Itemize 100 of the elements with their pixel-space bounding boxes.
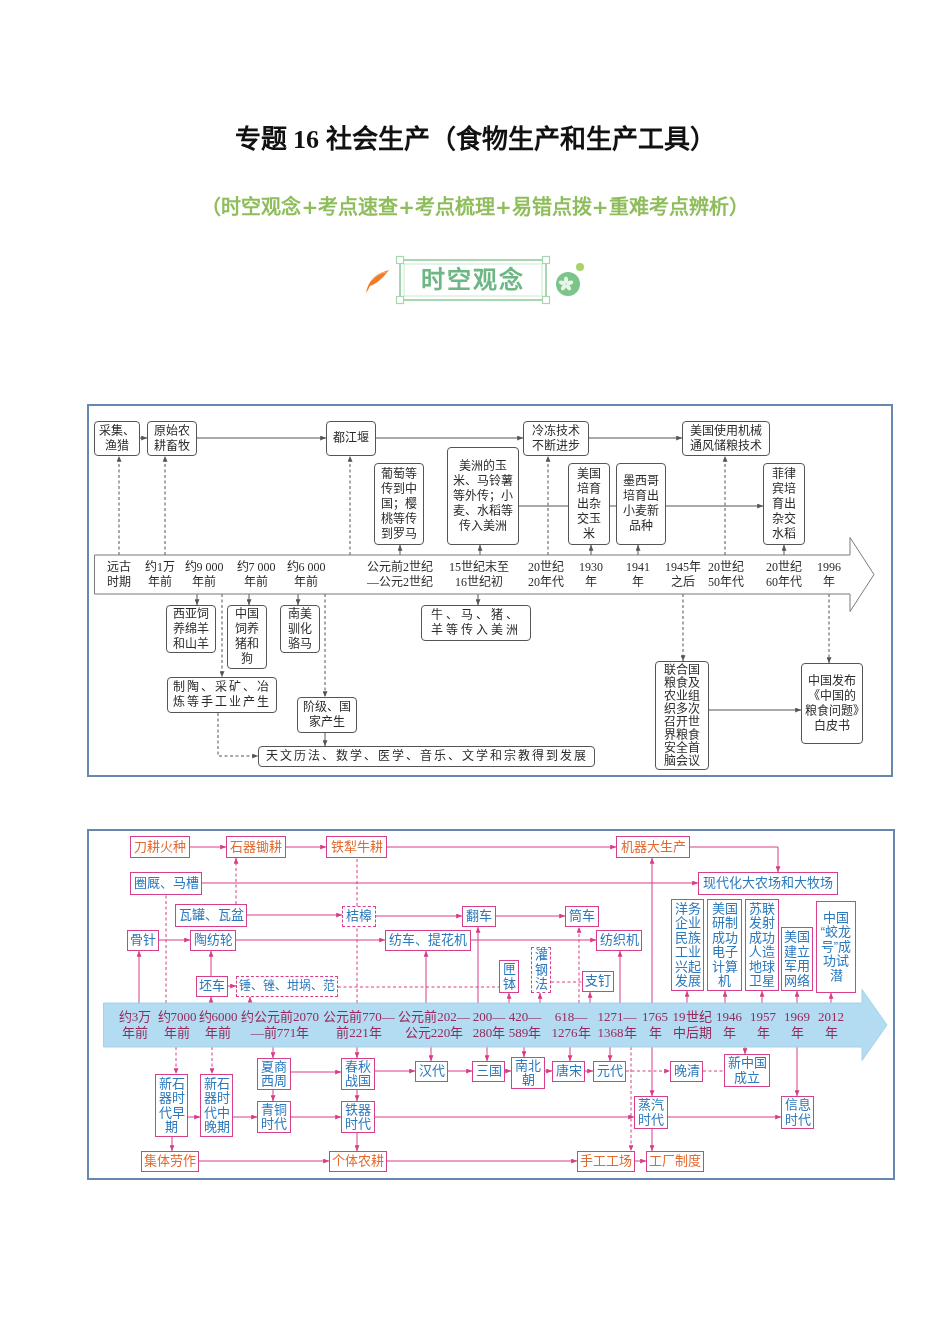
arrow [270,1089,276,1102]
arrow [567,1046,573,1062]
arrow [521,1046,527,1058]
event-box: 菲律宾培育出杂交水稻 [763,463,805,545]
event-box: 西亚饲养绵羊和山羊 [166,605,216,653]
time-label: 1969年 [783,1009,811,1041]
event-box: 铁器时代 [341,1101,375,1133]
arrow [386,844,617,850]
time-label: 20世纪60年代 [765,559,803,590]
event-box: 翻车 [462,906,496,927]
event-box: 纺织机 [596,930,642,951]
arrow [397,544,403,556]
arrow [794,990,800,1004]
event-box: 支钉 [582,971,614,992]
dashed-arrow [162,455,168,556]
event-box: 纺车、提花机 [385,930,471,951]
event-box: 美国建立军用网络 [781,927,813,991]
dashed-arrow [116,455,122,556]
dashed-arrow [233,857,239,905]
arrow [208,996,214,1004]
time-label: 公元前2世纪—公元2世纪 [366,559,434,590]
arrow [649,1128,655,1152]
arrow [246,593,252,606]
event-box: 美国研制成功电子计算机 [707,899,742,991]
dashed-arrow [625,1068,671,1074]
event-box: 春秋战国 [341,1058,375,1090]
dashed-line [356,926,358,1004]
arrow [246,912,343,918]
time-label: 约9 000年前 [183,559,225,590]
event-box: 联合国粮食及农业组织多次召开世界粮食安全首脑会议 [655,661,709,770]
arrow [587,991,593,1004]
arrow [607,1046,613,1062]
arrow [285,844,327,850]
page-subtitle: （时空观念+考点速查+考点梳理+易错点拨+重难考点辨析） [201,194,749,220]
time-label: 618—1276年 [550,1009,592,1041]
arrow [232,1114,258,1120]
dashed-line [337,986,500,988]
arrow [794,1046,800,1097]
event-box: 青铜时代 [257,1101,291,1133]
event-box: 葡萄等传到中国；樱桃等传到罗马 [374,463,424,545]
event-box: 中国饲养猪和狗 [227,605,267,669]
event-box: 美国使用机械通风储粮技术 [682,421,770,456]
time-label: 约公元前2070—前771年 [240,1009,320,1041]
event-box: 美洲的玉米、马铃薯等外传；小麦、水稻等传入美洲 [447,447,519,545]
event-box: 元代 [593,1061,626,1082]
event-box: 新石器时代中晚期 [200,1074,233,1137]
time-label: 15世纪末至16世纪初 [448,559,510,590]
dashed-arrow [545,455,551,556]
time-label: 约7000年前 [157,1009,197,1041]
arrow [477,544,483,556]
event-box: 坯车 [196,976,228,997]
arrow [475,926,481,1004]
time-label: 200—280年 [472,1009,506,1041]
dashed-arrow [722,455,728,556]
time-label: 约1万年前 [144,559,176,590]
arrow [506,992,512,1004]
event-box: 锤、锉、坩埚、范 [236,976,338,997]
stage-box: 刀耕火种 [130,836,190,858]
event-box: 筒车 [565,906,599,927]
time-label: 公元前770—前221年 [322,1009,396,1041]
event-box: 洋务企业民族工业兴起发展 [671,899,704,991]
time-label: 1946年 [715,1009,743,1041]
arrow [447,1068,473,1074]
event-box: 桔槔 [342,906,376,927]
event-box: 南美驯化骆马 [280,605,320,653]
event-box: 汉代 [415,1061,448,1082]
arrow [290,1114,342,1120]
event-box: 制陶、采矿、冶炼等手工业产生 [167,677,277,713]
arrow [270,1046,276,1059]
time-label: 20世纪20年代 [527,559,565,590]
event-box: 夏商西周 [257,1058,291,1090]
arrow [386,1158,578,1164]
arrow [634,1158,647,1164]
dashed-arrow [680,593,686,662]
time-label: 1941年 [625,559,651,590]
dashed-arrow [209,1046,215,1075]
arrow [475,593,481,606]
dashed-arrow [347,455,353,556]
event-box: 中国“蛟龙号”成功试潜 [816,901,856,993]
arrow [198,1158,330,1164]
arrow [495,913,566,919]
event-box: 匣钵 [499,960,519,993]
event-box: 美国培育出杂交玉米 [568,463,610,545]
arrow [354,1132,360,1152]
event-box: 都江堰 [326,421,376,456]
event-box: 南北朝 [511,1057,545,1089]
dashed-arrow [217,712,259,759]
event-box: 冷冻技术不断进步 [523,421,589,456]
event-box: 晚清 [670,1061,703,1082]
dashed-arrow [322,593,328,698]
arrow [470,937,597,943]
event-box: 现代化大农场和大牧场 [698,872,838,895]
stage-box: 铁犁牛耕 [326,836,387,858]
event-box: 苏联发射成功人造地球卫星 [745,899,779,991]
arrow [375,913,463,919]
arrow [235,937,386,943]
stage-box: 石器锄耕 [226,836,286,858]
event-box: 陶纺轮 [190,930,236,951]
arrow [635,544,641,556]
line [609,505,617,507]
